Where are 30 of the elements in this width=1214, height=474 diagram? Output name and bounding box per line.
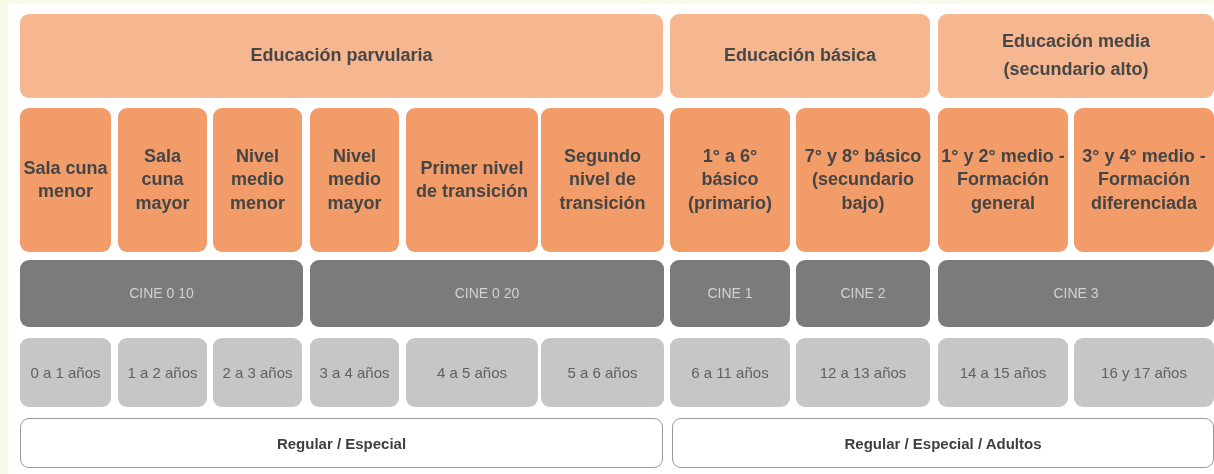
level-header: Educación media (secundario alto) [938, 14, 1214, 98]
grade-box: 3° y 4° medio - Formación diferenciada [1074, 108, 1214, 252]
grade-box: Sala cuna menor [20, 108, 111, 252]
cine-band: CINE 0 10 [20, 260, 303, 327]
grade-box: 1° y 2° medio - Formación general [938, 108, 1068, 252]
grade-box: Nivel medio menor [213, 108, 302, 252]
grade-box: Segundo nivel de transición [541, 108, 664, 252]
age-label: 12 a 13 años [796, 338, 930, 407]
grade-box: Primer nivel de transición [406, 108, 538, 252]
cine-band: CINE 2 [796, 260, 930, 327]
age-label: 6 a 11 años [670, 338, 790, 407]
cine-band: CINE 1 [670, 260, 790, 327]
grade-box: Sala cuna mayor [118, 108, 207, 252]
grade-box: 7° y 8° básico (secundario bajo) [796, 108, 930, 252]
age-label: 16 y 17 años [1074, 338, 1214, 407]
grade-box: 1° a 6° básico (primario) [670, 108, 790, 252]
age-label: 1 a 2 años [118, 338, 207, 407]
age-label: 3 a 4 años [310, 338, 399, 407]
level-header: Educación parvularia [20, 14, 663, 98]
cine-band: CINE 3 [938, 260, 1214, 327]
age-label: 5 a 6 años [541, 338, 664, 407]
cine-band: CINE 0 20 [310, 260, 664, 327]
age-label: 4 a 5 años [406, 338, 538, 407]
grade-box: Nivel medio mayor [310, 108, 399, 252]
age-label: 0 a 1 años [20, 338, 111, 407]
modality-band: Regular / Especial [20, 418, 663, 468]
level-header: Educación básica [670, 14, 930, 98]
modality-band: Regular / Especial / Adultos [672, 418, 1214, 468]
age-label: 14 a 15 años [938, 338, 1068, 407]
age-label: 2 a 3 años [213, 338, 302, 407]
